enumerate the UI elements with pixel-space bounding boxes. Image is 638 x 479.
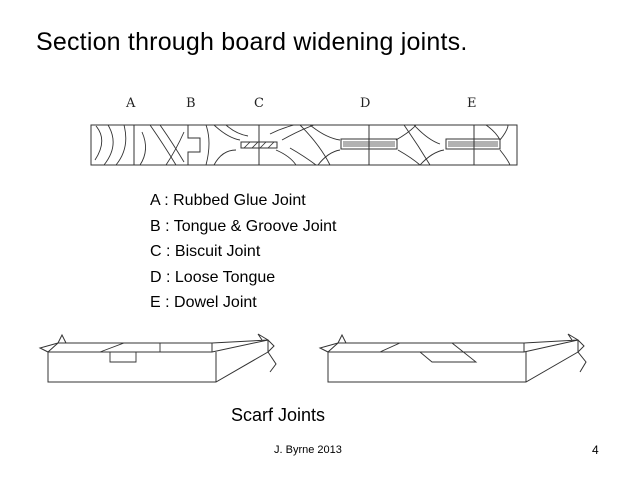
scarf-joint-right (318, 333, 587, 383)
footer-author: J. Byrne 2013 (274, 444, 342, 456)
board-section (90, 124, 518, 166)
joint-label-b: B (186, 96, 196, 111)
legend-item-b: B : Tongue & Groove Joint (150, 217, 337, 235)
slide-title: Section through board widening joints. (36, 28, 468, 56)
joint-legend: A : Rubbed Glue Joint B : Tongue & Groov… (150, 188, 336, 316)
loose-tongue-shape (340, 138, 398, 150)
biscuit-shape (240, 141, 278, 149)
legend-item-d: D : Loose Tongue (150, 268, 276, 286)
dowel-shape (445, 138, 501, 150)
joint-label-e: E (467, 96, 477, 111)
scarf-joint-left (38, 333, 277, 383)
tongue-groove-profile (187, 125, 201, 165)
joint-label-d: D (360, 96, 370, 111)
page-number: 4 (592, 443, 599, 457)
wood-grain (94, 124, 511, 166)
legend-item-e: E : Dowel Joint (150, 294, 257, 311)
scarf-joints-caption: Scarf Joints (231, 405, 326, 425)
joint-label-a: A (125, 96, 136, 111)
legend-item-a: A : Rubbed Glue Joint (150, 192, 306, 209)
legend-item-c: C : Biscuit Joint (150, 243, 261, 260)
joint-label-c: C (254, 96, 264, 111)
